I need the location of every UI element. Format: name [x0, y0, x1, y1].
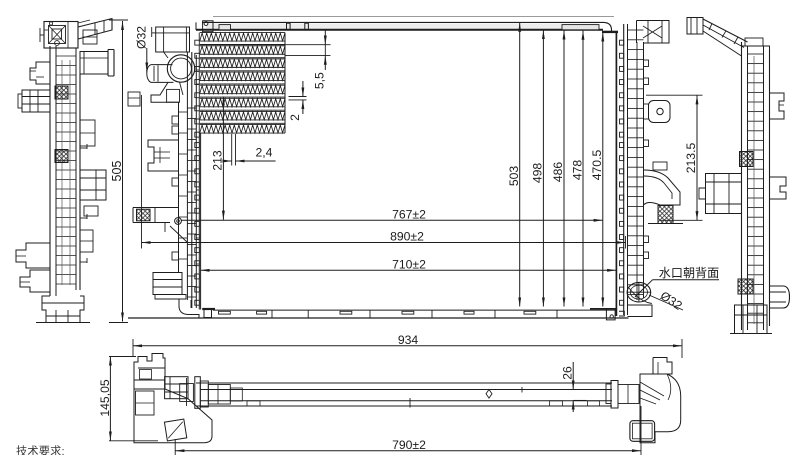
svg-text:技术要求:: 技术要求:	[16, 445, 65, 455]
svg-text:470.5: 470.5	[590, 150, 604, 181]
svg-text:145,05: 145,05	[98, 379, 112, 416]
svg-text:790±2: 790±2	[392, 438, 426, 452]
svg-text:2,4: 2,4	[256, 146, 273, 160]
svg-text:767±2: 767±2	[392, 207, 426, 221]
svg-text:503: 503	[507, 166, 521, 187]
svg-text:Ø32: Ø32	[135, 26, 149, 49]
svg-text:498: 498	[531, 163, 545, 184]
svg-text:2: 2	[288, 114, 302, 121]
svg-text:486: 486	[551, 162, 565, 183]
svg-text:213.5: 213.5	[684, 143, 698, 174]
svg-text:478: 478	[571, 160, 585, 181]
svg-text:213: 213	[211, 150, 225, 171]
svg-text:934: 934	[398, 333, 419, 347]
svg-text:890±2: 890±2	[390, 230, 424, 244]
svg-text:505: 505	[110, 161, 124, 182]
svg-text:5,5: 5,5	[313, 72, 327, 89]
svg-text:水口朝背面: 水口朝背面	[659, 266, 719, 280]
svg-text:710±2: 710±2	[392, 257, 426, 271]
svg-text:26: 26	[561, 366, 575, 380]
